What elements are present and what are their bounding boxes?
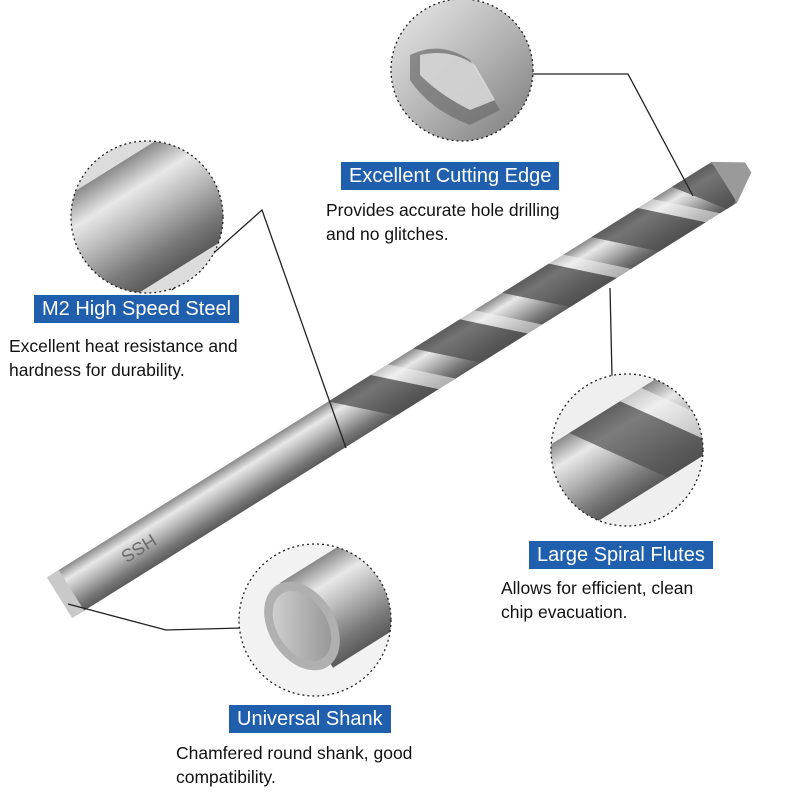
feature-description-high-speed-steel: Excellent heat resistance and hardness f…: [9, 334, 238, 382]
zoom-circle-cutting-edge: [390, 0, 534, 142]
feature-label-universal-shank: Universal Shank: [229, 705, 391, 733]
feature-description-universal-shank: Chamfered round shank, good compatibilit…: [176, 741, 412, 789]
feature-label-high-speed-steel: M2 High Speed Steel: [34, 295, 240, 323]
feature-description-line: compatibility.: [176, 767, 276, 787]
zoom-circle-shank: [238, 543, 392, 697]
drill-bit: HSS: [46, 161, 752, 619]
feature-label-spiral-flutes: Large Spiral Flutes: [529, 541, 713, 569]
feature-description-line: Allows for efficient, clean: [501, 578, 694, 598]
feature-description-line: Chamfered round shank, good: [176, 743, 413, 763]
feature-description-line: chip evacuation.: [501, 602, 628, 622]
feature-description-line: Excellent heat resistance and: [9, 336, 238, 356]
feature-description-spiral-flutes: Allows for efficient, clean chip evacuat…: [501, 576, 693, 624]
feature-description-line: Provides accurate hole drilling: [326, 200, 560, 220]
feature-label-cutting-edge: Excellent Cutting Edge: [341, 162, 560, 190]
zoom-circle-flutes: [550, 373, 704, 527]
feature-description-cutting-edge: Provides accurate hole drilling and no g…: [326, 198, 559, 246]
feature-description-line: and no glitches.: [326, 224, 449, 244]
flute-grooves: [328, 161, 738, 416]
feature-description-line: hardness for durability.: [9, 360, 185, 380]
